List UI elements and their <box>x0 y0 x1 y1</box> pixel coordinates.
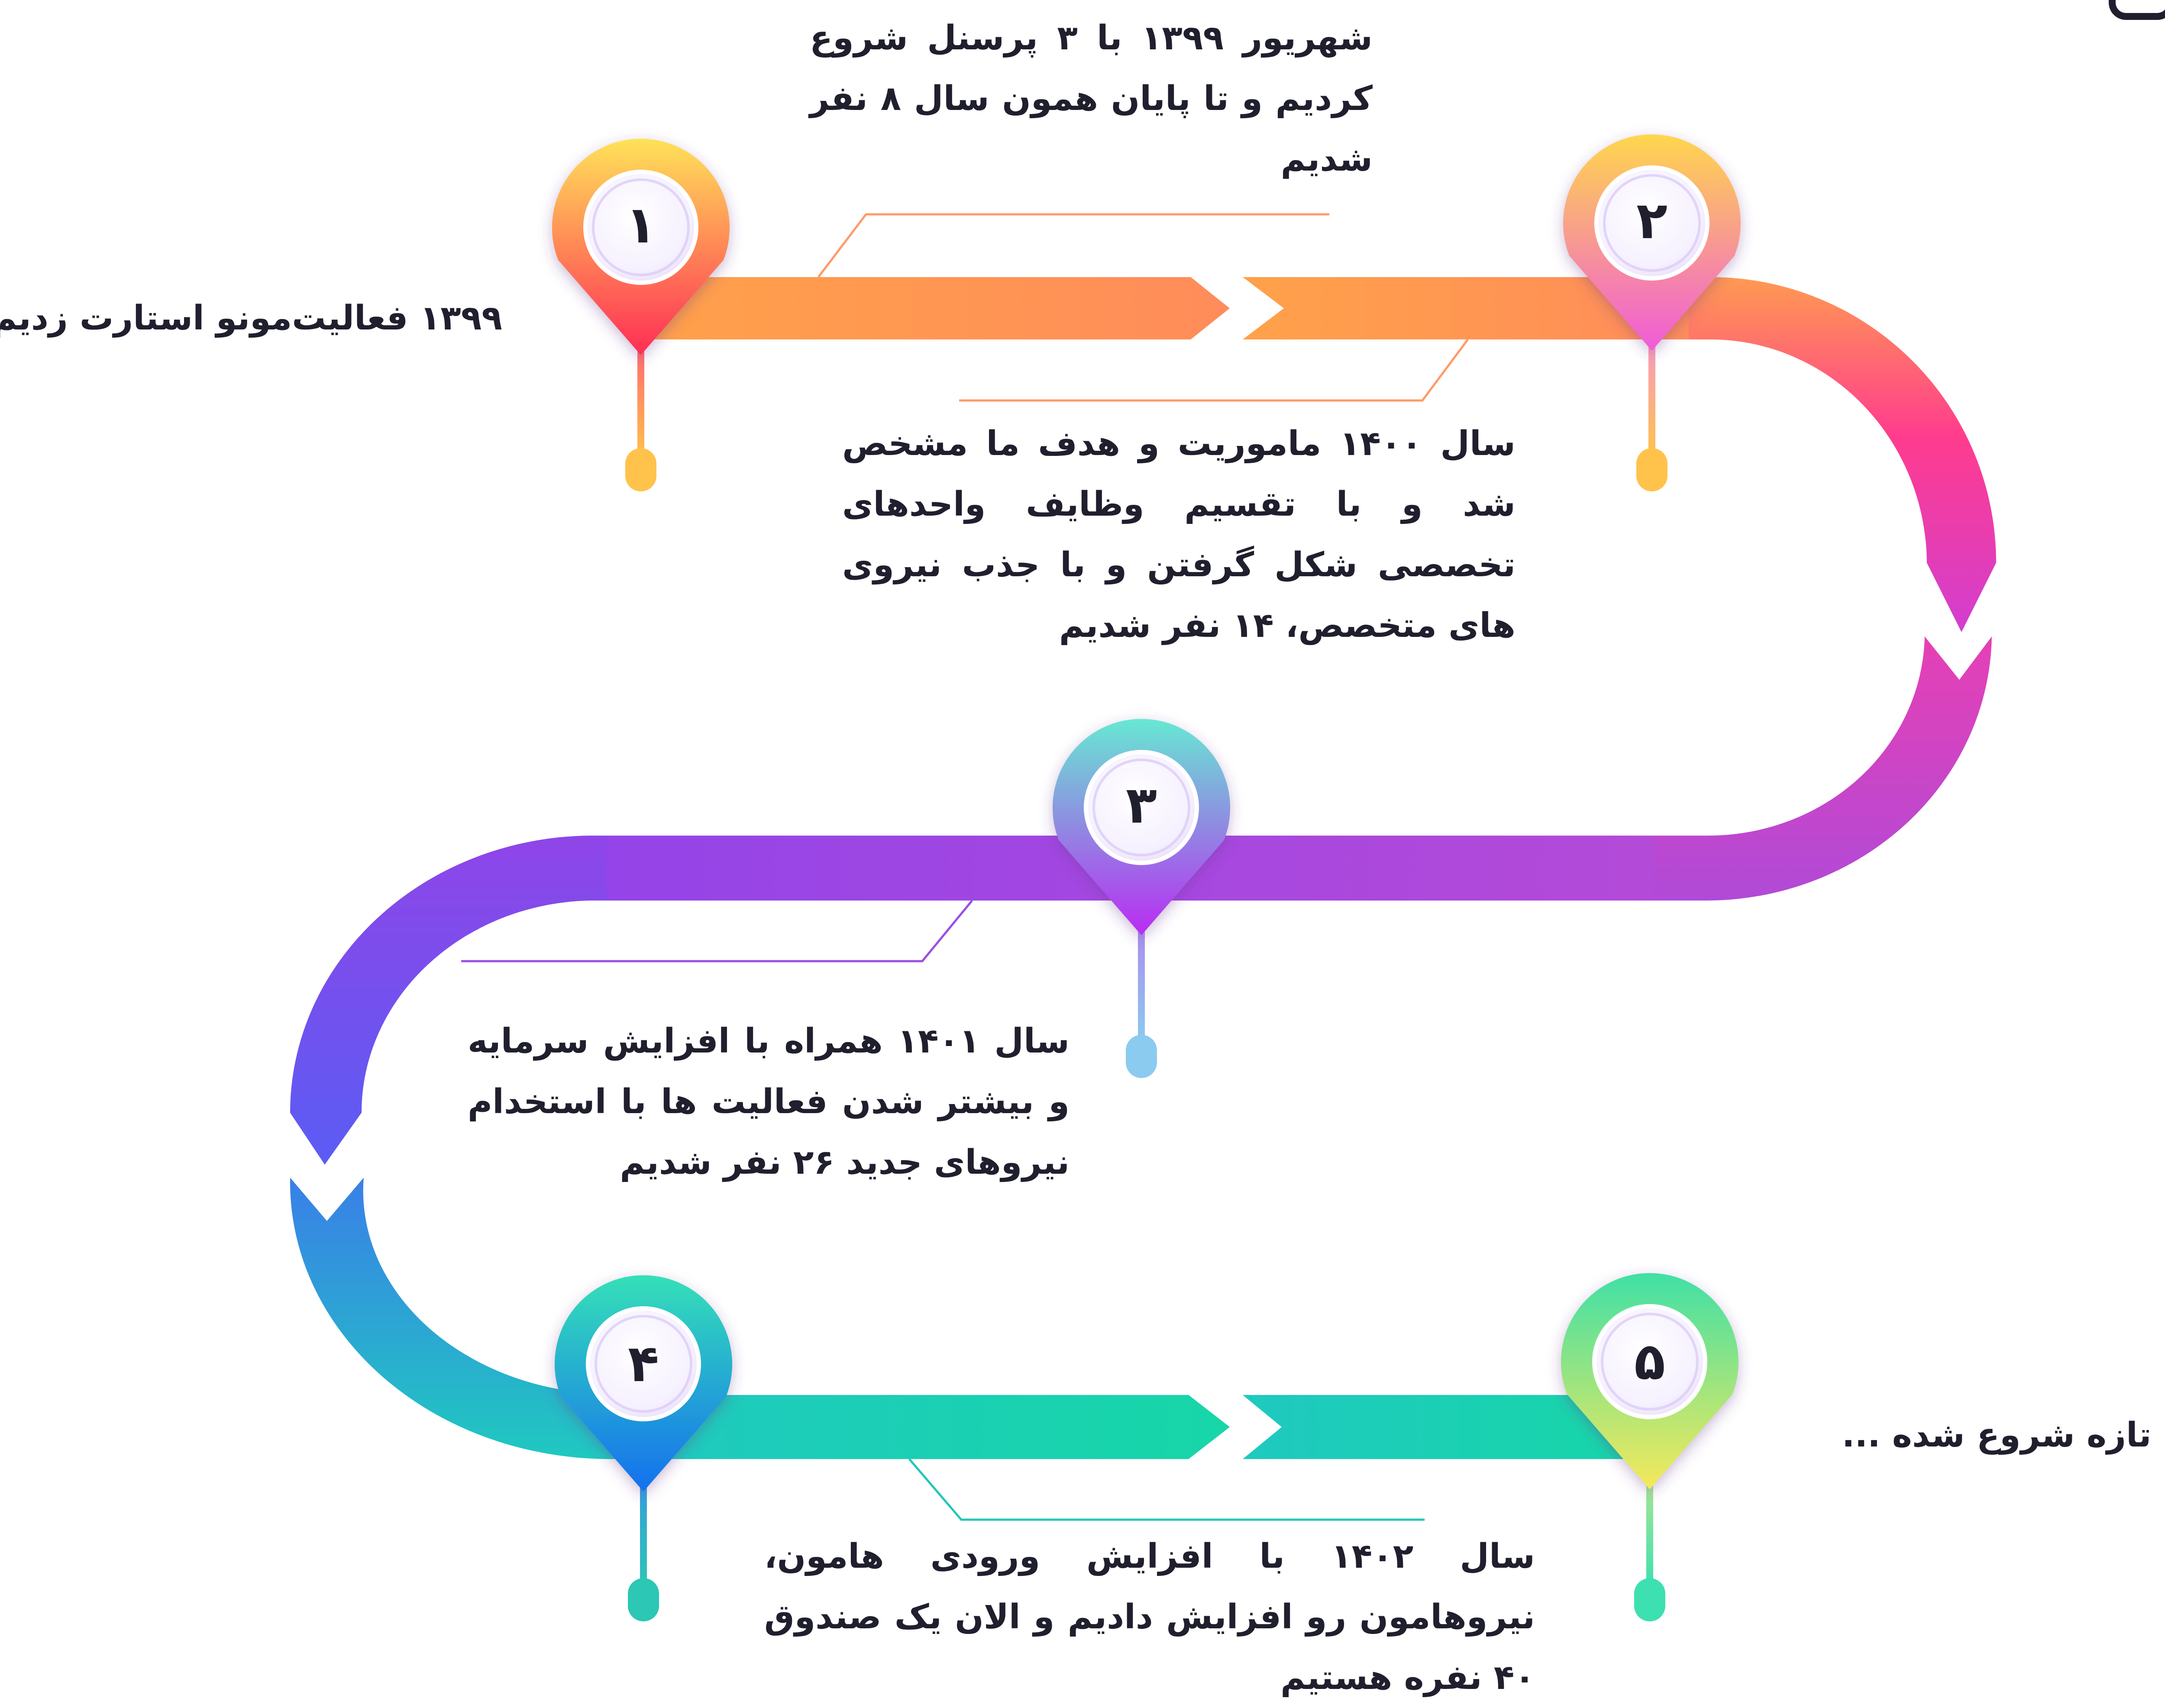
pin-stem-cap <box>1636 448 1667 491</box>
milestone-number-5: ۵ <box>1634 1331 1665 1391</box>
leader-line-milestone-2 <box>818 213 1329 278</box>
timeline-diagram: ۱ ۲ ۳ ۴ ۵ <box>290 134 1996 1621</box>
track-row3-right-segment <box>1243 1395 1645 1459</box>
track-left-curve-upper <box>290 836 606 1165</box>
caption-milestone-4: سال ۱۴۰۱ همراه با افزایش سرمایه و بیشتر … <box>468 1022 1070 1182</box>
caption-milestone-5: سال ۱۴۰۲ با افزایش ورودی هامون، نیروهامو… <box>764 1537 1535 1697</box>
pin-inner-disc <box>583 170 698 285</box>
track-row1-left-segment <box>641 277 1230 339</box>
pin-inner-disc <box>1594 165 1709 281</box>
pin-inner-disc <box>1592 1304 1707 1419</box>
track-row1-right-segment <box>1243 277 1697 339</box>
leader-line-milestone-3 <box>959 339 1469 402</box>
milestone-pins <box>552 134 1741 1621</box>
milestone-pin-2 <box>1563 134 1741 491</box>
milestone-pin-1 <box>552 139 730 491</box>
milestone-numbers: ۱ ۲ ۳ ۴ ۵ <box>625 190 1667 1393</box>
leader-line-milestone-5 <box>908 1458 1425 1521</box>
caption-milestone-1: ۱۳۹۹ فعالیت‌مونو استارت زدیم <box>0 299 502 338</box>
track-right-curve-lower <box>1645 636 1992 901</box>
track-right-curve-upper <box>1689 277 1996 632</box>
timeline-track <box>290 277 1996 1459</box>
pin-stem-cap <box>1126 1035 1157 1078</box>
milestone-pin-4 <box>554 1275 732 1621</box>
pin-stem-cap <box>628 1578 659 1621</box>
pin-inner-ring <box>592 178 690 276</box>
milestone-number-3: ۳ <box>1126 775 1157 835</box>
milestone-pin-3 <box>1053 719 1230 1078</box>
pin-inner-ring <box>595 1315 692 1413</box>
milestone-number-1: ۱ <box>625 195 656 255</box>
pin-stem-cap <box>1634 1578 1665 1621</box>
pin-inner-disc <box>1084 750 1199 865</box>
track-left-curve-lower <box>290 1178 641 1459</box>
leader-lines <box>461 213 1469 1521</box>
milestone-number-2: ۲ <box>1636 190 1667 250</box>
caption-milestone-2: شهریور ۱۳۹۹ با ۳ پرسنل شروع کردیم و تا پ… <box>810 19 1373 179</box>
corner-logo-fragment <box>2109 0 2165 20</box>
pin-stem-cap <box>625 448 656 491</box>
pin-inner-ring <box>1092 759 1190 856</box>
caption-milestone-3: سال ۱۴۰۰ ماموریت و هدف ما مشخص شد و با ت… <box>842 424 1516 645</box>
track-row3-left-segment <box>632 1395 1230 1459</box>
leader-line-milestone-4 <box>461 900 973 962</box>
milestone-pin-5 <box>1561 1273 1738 1621</box>
pin-inner-ring <box>1603 174 1701 272</box>
pin-inner-ring <box>1601 1313 1699 1411</box>
pin-inner-disc <box>586 1306 701 1421</box>
caption-ending: کار ما تازه شروع شده ... <box>1842 1416 2165 1455</box>
milestone-number-4: ۴ <box>628 1333 659 1393</box>
